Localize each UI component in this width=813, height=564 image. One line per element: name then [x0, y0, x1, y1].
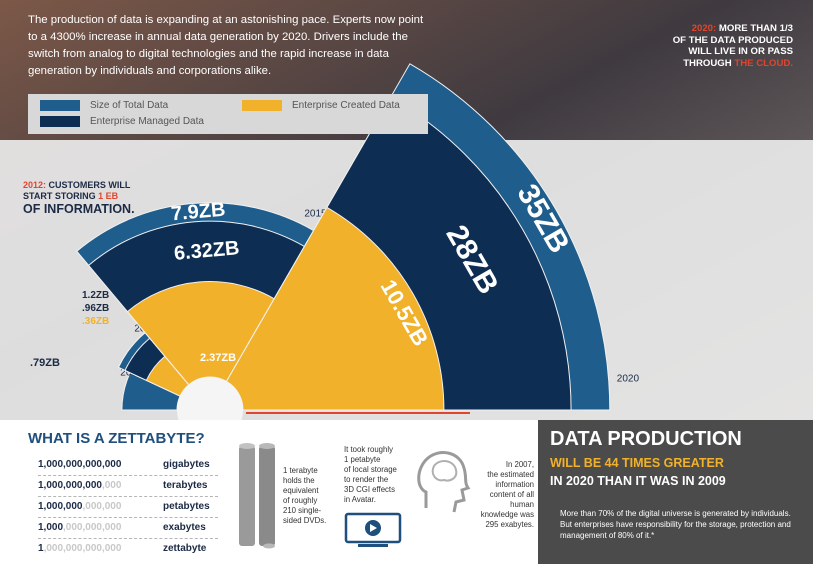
zettabyte-number-faint: ,000,000 — [82, 501, 122, 512]
annotation-2020-year: 2020: — [691, 23, 717, 34]
annotation-2020-line2: OF THE DATA PRODUCED — [672, 34, 793, 46]
fact-line: 1 petabyte — [344, 455, 381, 464]
annotation-2020-line4b: THE CLOUD. — [734, 57, 793, 69]
fact-line: of roughly — [283, 496, 318, 505]
panel-subtitle-2: IN 2020 THAN IT WAS IN 2009 — [550, 474, 726, 488]
annotation-2012-line2b: 1 EB — [98, 191, 119, 201]
intro-text: The production of data is expanding at a… — [28, 14, 424, 77]
legend-label-managed: Enterprise Managed Data — [90, 116, 204, 127]
annotation-2012-line3: OF INFORMATION. — [23, 202, 135, 216]
legend: Size of Total Data Enterprise Managed Da… — [28, 94, 428, 134]
legend-swatch-created — [242, 100, 282, 111]
value-label-total-2009: .79ZB — [30, 357, 60, 369]
fact-line: knowledge was — [480, 510, 534, 519]
zettabyte-number: 1,000,000,000,000 — [38, 543, 121, 554]
annotation-2012-line1: CUSTOMERS WILL — [48, 180, 131, 190]
monitor-play-icon — [344, 512, 402, 547]
zettabyte-number-faint: ,000,000,000,000 — [43, 543, 122, 554]
fact-line: human — [510, 500, 534, 509]
value-label-total-2010: 1.2ZB — [82, 290, 110, 301]
zettabyte-number: 1,000,000,000,000 — [38, 501, 121, 512]
zettabyte-number-significant: 1,000,000 — [38, 501, 83, 512]
zettabyte-number-faint: ,000 — [101, 480, 122, 491]
zettabyte-number-significant: 1,000,000,000,000 — [38, 459, 122, 470]
fact-line: 1 terabyte — [283, 466, 318, 475]
annotation-2020-line1: MORE THAN 1/3 — [718, 23, 793, 34]
value-label-created-2015: 2.37ZB — [200, 352, 237, 364]
zettabyte-number-significant: 1,000,000,000 — [38, 480, 102, 491]
row-divider — [38, 496, 218, 497]
fact-line: 210 single- — [283, 506, 322, 515]
panel-title: DATA PRODUCTION — [550, 428, 742, 450]
legend-swatch-managed — [40, 116, 80, 127]
fact-line: holds the — [283, 476, 315, 485]
panel-subtitle-1: WILL BE 44 TIMES GREATER — [550, 456, 724, 470]
zettabyte-unit: gigabytes — [163, 459, 210, 470]
fact-line: content of all — [489, 490, 534, 499]
zettabyte-number: 1,000,000,000,000 — [38, 480, 121, 491]
brain-head-icon — [417, 451, 471, 513]
fact-line: 3D CGI effects — [344, 485, 395, 494]
fact-line: to render the — [344, 475, 389, 484]
annotation-2020: 2020: MORE THAN 1/3 OF THE DATA PRODUCED… — [628, 23, 793, 69]
legend-label-total: Size of Total Data — [90, 100, 169, 111]
zettabyte-number: 1,000,000,000,000 — [38, 459, 121, 470]
row-divider — [38, 475, 218, 476]
legend-label-created: Enterprise Created Data — [292, 100, 400, 111]
fact-line: the estimated — [487, 470, 534, 479]
fact-line: information — [495, 480, 534, 489]
zettabyte-unit: exabytes — [163, 522, 206, 533]
value-label-total-2015: 7.9ZB — [169, 198, 227, 226]
annotation-2020-line4a: THROUGH — [683, 57, 735, 69]
annotation-2012-year: 2012: — [23, 180, 47, 190]
zettabyte-title: WHAT IS A ZETTABYTE? — [28, 430, 205, 447]
zettabyte-number-significant: 1,000 — [38, 522, 64, 533]
row-divider — [38, 517, 218, 518]
fact-line: In 2007, — [505, 460, 534, 469]
fact-line: sided DVDs. — [283, 516, 327, 525]
annotation-2012: 2012: CUSTOMERS WILL START STORING 1 EB … — [23, 180, 135, 216]
zettabyte-number-significant: 1 — [38, 543, 44, 554]
panel-body: More than 70% of the digital universe is… — [560, 509, 791, 540]
fact-line: It took roughly — [344, 445, 393, 454]
year-label-2015: 2015 — [304, 209, 327, 220]
legend-swatch-total — [40, 100, 80, 111]
annotation-2012-line2a: START STORING — [23, 191, 99, 201]
data-production-panel — [538, 420, 813, 564]
year-label-2020: 2020 — [617, 374, 640, 385]
zettabyte-unit: terabytes — [163, 480, 208, 491]
dvd-stack-icon — [239, 443, 275, 549]
zettabyte-number: 1,000,000,000,000 — [38, 522, 121, 533]
value-label-managed-2010: .96ZB — [82, 303, 110, 314]
zettabyte-number-faint: ,000,000,000 — [63, 522, 122, 533]
fact-line: 295 exabytes. — [485, 520, 534, 529]
fact-line: in Avatar. — [344, 495, 376, 504]
fact-line: of local storage — [344, 465, 397, 474]
zettabyte-unit: zettabyte — [163, 543, 207, 554]
value-label-created-2010: .36ZB — [82, 316, 110, 327]
zettabyte-unit: petabytes — [163, 501, 210, 512]
fact-line: equivalent — [283, 486, 319, 495]
annotation-2020-line3: WILL LIVE IN OR PASS — [688, 46, 793, 57]
row-divider — [38, 538, 218, 539]
